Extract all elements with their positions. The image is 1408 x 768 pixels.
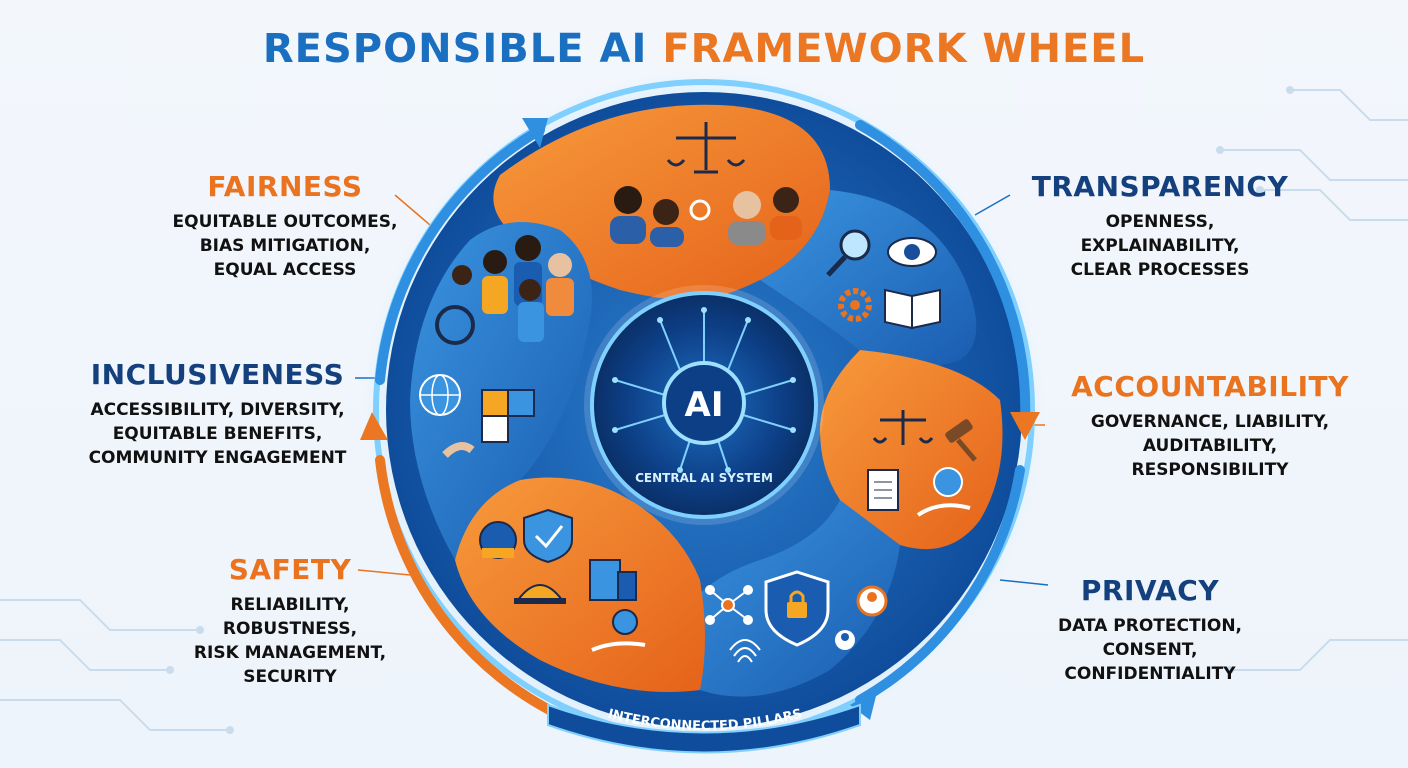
document-icon bbox=[867, 469, 899, 511]
helping-hand-icon bbox=[442, 442, 475, 458]
fairness-line-1: EQUITABLE OUTCOMES, bbox=[172, 212, 398, 232]
pillar-safety: SAFETY RELIABILITY, ROBUSTNESS, RISK MAN… bbox=[160, 553, 420, 689]
gavel-icon bbox=[945, 419, 977, 462]
cycle-arrows bbox=[375, 120, 1031, 725]
segment-safety bbox=[455, 477, 705, 692]
transparency-line-1: OPENNESS, bbox=[1105, 212, 1215, 232]
transparency-line-3: CLEAR PROCESSES bbox=[1070, 260, 1250, 280]
hardhat-icon bbox=[514, 584, 566, 604]
shield-lock-icon bbox=[764, 570, 830, 647]
gear-icon bbox=[838, 288, 872, 322]
privacy-line-2: CONSENT, bbox=[1102, 640, 1198, 660]
accountability-line-2: AUDITABILITY, bbox=[1142, 436, 1278, 456]
inclusiveness-line-3: COMMUNITY ENGAGEMENT bbox=[88, 448, 347, 468]
globe-hand-icon bbox=[591, 609, 646, 652]
circuit-decoration bbox=[0, 86, 1408, 734]
pillar-fairness: FAIRNESS EQUITABLE OUTCOMES, BIAS MITIGA… bbox=[135, 170, 435, 282]
accountability-title: ACCOUNTABILITY bbox=[1071, 370, 1349, 403]
safety-line-2: ROBUSTNESS, bbox=[222, 619, 358, 639]
profile-icon bbox=[835, 630, 855, 650]
transparency-line-2: EXPLAINABILITY, bbox=[1080, 236, 1240, 256]
eye-icon bbox=[887, 237, 937, 267]
globe-icon bbox=[419, 374, 461, 416]
pillar-inclusiveness: INCLUSIVENESS ACCESSIBILITY, DIVERSITY, … bbox=[60, 358, 375, 470]
diverse-people-icon bbox=[435, 235, 574, 345]
balance-icon bbox=[872, 410, 934, 445]
fairness-title: FAIRNESS bbox=[207, 170, 363, 203]
ai-badge-label: AI bbox=[685, 385, 724, 425]
building-icon bbox=[589, 559, 637, 601]
segment-accountability bbox=[820, 350, 1003, 550]
central-caption: CENTRAL AI SYSTEM bbox=[635, 471, 773, 485]
pillars-banner bbox=[547, 703, 861, 754]
puzzle-icon bbox=[481, 389, 535, 443]
privacy-line-1: DATA PROTECTION, bbox=[1057, 616, 1243, 636]
arrow-heads bbox=[360, 118, 1040, 720]
fairness-line-2: BIAS MITIGATION, bbox=[199, 236, 371, 256]
privacy-line-3: CONFIDENTIALITY bbox=[1064, 664, 1236, 684]
privacy-title: PRIVACY bbox=[1080, 574, 1220, 607]
page-title: RESPONSIBLE AI FRAMEWORK WHEEL bbox=[0, 26, 1408, 72]
shield-check-icon bbox=[523, 508, 573, 564]
scales-icon bbox=[666, 122, 746, 174]
safety-title: SAFETY bbox=[228, 553, 352, 586]
network-icon bbox=[705, 585, 753, 625]
title-part-1: RESPONSIBLE AI bbox=[262, 26, 648, 72]
accountability-line-1: GOVERNANCE, LIABILITY, bbox=[1090, 412, 1330, 432]
user-circle-icon bbox=[856, 585, 888, 617]
pillar-accountability: ACCOUNTABILITY GOVERNANCE, LIABILITY, AU… bbox=[1045, 370, 1375, 482]
inclusiveness-line-1: ACCESSIBILITY, DIVERSITY, bbox=[90, 400, 345, 420]
hand-coin-icon bbox=[916, 467, 971, 517]
safety-line-3: RISK MANAGEMENT, bbox=[193, 643, 387, 663]
ai-badge bbox=[662, 361, 746, 445]
book-icon bbox=[884, 288, 941, 330]
transparency-title: TRANSPARENCY bbox=[1031, 170, 1289, 203]
inclusiveness-title: INCLUSIVENESS bbox=[90, 358, 345, 391]
fairness-line-3: EQUAL ACCESS bbox=[213, 260, 357, 280]
magnifier-icon bbox=[826, 229, 871, 277]
pillar-transparency: TRANSPARENCY OPENNESS, EXPLAINABILITY, C… bbox=[1005, 170, 1315, 282]
fingerprint-icon bbox=[729, 639, 761, 663]
helmet-worker-icon bbox=[479, 521, 517, 559]
pillar-privacy: PRIVACY DATA PROTECTION, CONSENT, CONFID… bbox=[1025, 574, 1275, 686]
circuit-lines-core bbox=[614, 310, 794, 471]
safety-line-4: SECURITY bbox=[243, 667, 337, 687]
title-part-2: FRAMEWORK WHEEL bbox=[662, 26, 1146, 72]
safety-line-1: RELIABILITY, bbox=[230, 595, 350, 615]
accountability-line-3: RESPONSIBILITY bbox=[1131, 460, 1289, 480]
people-group-icon bbox=[610, 186, 802, 247]
inclusiveness-line-2: EQUITABLE BENEFITS, bbox=[112, 424, 323, 444]
